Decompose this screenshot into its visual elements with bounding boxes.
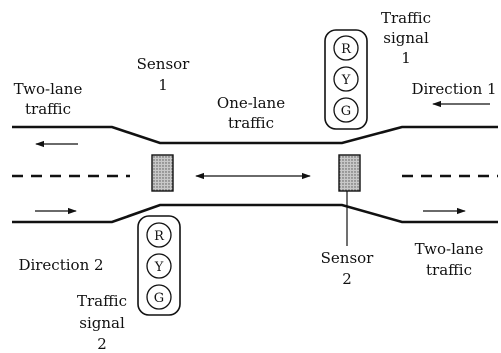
traffic-signal-1: R Y G [324, 29, 368, 130]
signal2-y-label: Y [154, 260, 164, 275]
signal1-label-line1: Traffic [381, 9, 431, 27]
signal1-label-line3: 1 [401, 49, 411, 67]
signal1-green-light [333, 97, 359, 123]
two-lane-left-line1: Two-lane [14, 80, 83, 98]
direction2-label: Direction 2 [18, 256, 103, 274]
road-lower-edge [12, 203, 498, 224]
signal2-label-line2: signal [79, 314, 125, 332]
two-lane-left-line2: traffic [25, 100, 71, 118]
signal2-red-light [146, 222, 172, 248]
signal2-yellow-light [146, 253, 172, 279]
direction1-label: Direction 1 [411, 80, 496, 98]
signal2-label-line1: Traffic [77, 292, 127, 310]
two-lane-right-line2: traffic [426, 261, 472, 279]
signal1-g-label: G [341, 104, 351, 119]
signal1-red-light [333, 35, 359, 61]
signal1-y-label: Y [341, 73, 351, 88]
sensor2-pad [338, 154, 361, 192]
sensor2-line1: Sensor [321, 249, 375, 267]
signal1-label-line2: signal [383, 29, 429, 47]
one-lane-line1: One-lane [217, 94, 285, 112]
road-upper-edge [12, 125, 498, 145]
two-lane-right-line1: Two-lane [415, 240, 484, 258]
signal2-label-line3: 2 [97, 335, 107, 353]
sensor1-pad [151, 154, 174, 192]
sensor1-line2: 1 [158, 76, 168, 94]
signal2-g-label: G [154, 291, 164, 306]
sensor2-line2: 2 [342, 270, 352, 288]
signal2-r-label: R [154, 229, 165, 244]
one-lane-line2: traffic [228, 114, 274, 132]
sensor1-line1: Sensor [137, 55, 191, 73]
traffic-signal-2: R Y G [137, 215, 181, 316]
signal1-yellow-light [333, 66, 359, 92]
signal2-green-light [146, 284, 172, 310]
signal1-r-label: R [341, 42, 352, 57]
